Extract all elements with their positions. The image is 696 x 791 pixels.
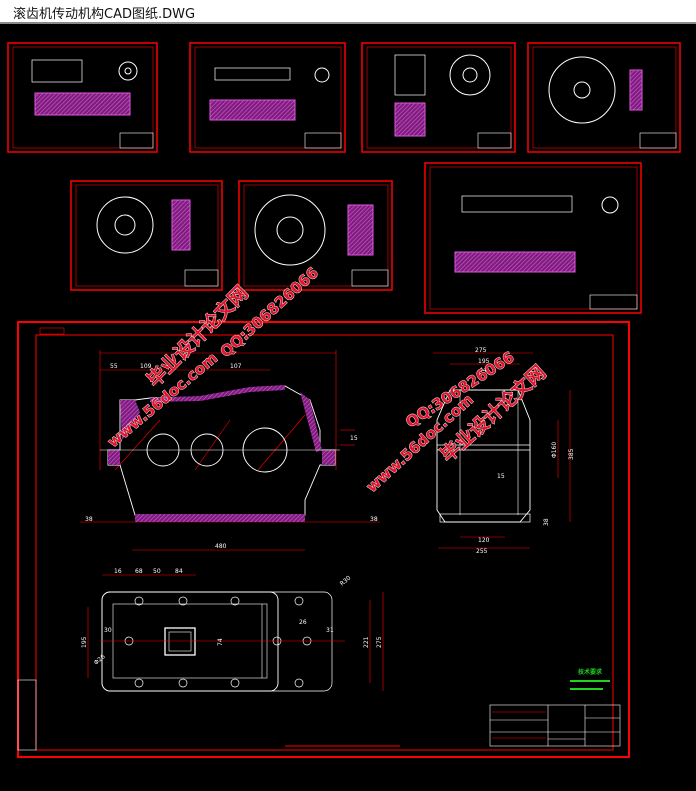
sheet-gear-shaft-1[interactable] xyxy=(7,42,158,153)
side-view: 275 195 44 Φ160 385 15 120 255 38 xyxy=(433,347,575,555)
dim-text: 120 xyxy=(478,537,490,544)
sheet-hob-gear-3[interactable] xyxy=(361,42,516,153)
dim-text: 15 xyxy=(497,473,505,480)
dim-text: 16 xyxy=(114,568,122,575)
dim-text: 15 xyxy=(350,435,358,442)
front-view: 55 109 107 480 38 38 15 xyxy=(80,350,380,551)
dim-text: 50 xyxy=(153,568,161,575)
dim-text: 107 xyxy=(230,363,242,370)
dim-text: 30 xyxy=(104,627,112,634)
dim-text: 26 xyxy=(299,619,307,626)
dim-text: 195 xyxy=(81,636,88,648)
dim-text: 44 xyxy=(479,367,487,374)
dim-text: 38 xyxy=(543,518,550,526)
plan-view: 16 68 50 84 30 195 74 26 31 221 275 R30 … xyxy=(81,568,384,692)
dim-text: 195 xyxy=(478,358,490,365)
dim-text: 38 xyxy=(370,516,378,523)
notes-heading: 技术要求 xyxy=(578,668,603,676)
dim-text: 221 xyxy=(363,636,370,648)
dim-text: Φ160 xyxy=(551,442,558,458)
dim-text: 275 xyxy=(376,636,383,648)
dim-text: R30 xyxy=(339,574,353,587)
window-title-bar: 滚齿机传动机构CAD图纸.DWG xyxy=(0,0,696,24)
sheet-shaft-7[interactable] xyxy=(424,162,642,314)
dim-text: Φ26 xyxy=(93,653,107,666)
cad-drawing-canvas[interactable]: 55 109 107 480 38 38 15 xyxy=(0,24,696,791)
sheet-shaft-2[interactable] xyxy=(189,42,346,153)
window-title: 滚齿机传动机构CAD图纸.DWG xyxy=(13,7,196,22)
watermark-group-1: 毕业设计论文网 QQ:306826066 www.56doc.com xyxy=(104,263,323,451)
dim-text: 55 xyxy=(110,363,118,370)
dim-text: 255 xyxy=(476,548,488,555)
technical-notes: 技术要求 xyxy=(570,668,610,690)
dim-text: 74 xyxy=(217,638,224,646)
title-block xyxy=(489,704,621,747)
sheet-gear-6[interactable] xyxy=(238,180,393,291)
watermark-group-2: www.56doc.com QQ:306826066 毕业设计论文网 xyxy=(362,348,550,497)
dim-text: 385 xyxy=(568,448,575,460)
sheet-worm-wheel-4[interactable] xyxy=(527,42,681,153)
dim-text: 31 xyxy=(326,627,334,634)
dim-text: 480 xyxy=(215,543,227,550)
sheet-gearbox-housing[interactable]: 55 109 107 480 38 38 15 xyxy=(17,321,630,758)
dim-text: 84 xyxy=(175,568,183,575)
dim-text: 38 xyxy=(85,516,93,523)
dim-text: 68 xyxy=(135,568,143,575)
sheet-gear-5[interactable] xyxy=(70,180,223,291)
dim-text: 275 xyxy=(475,347,487,354)
dim-text: 109 xyxy=(140,363,152,370)
